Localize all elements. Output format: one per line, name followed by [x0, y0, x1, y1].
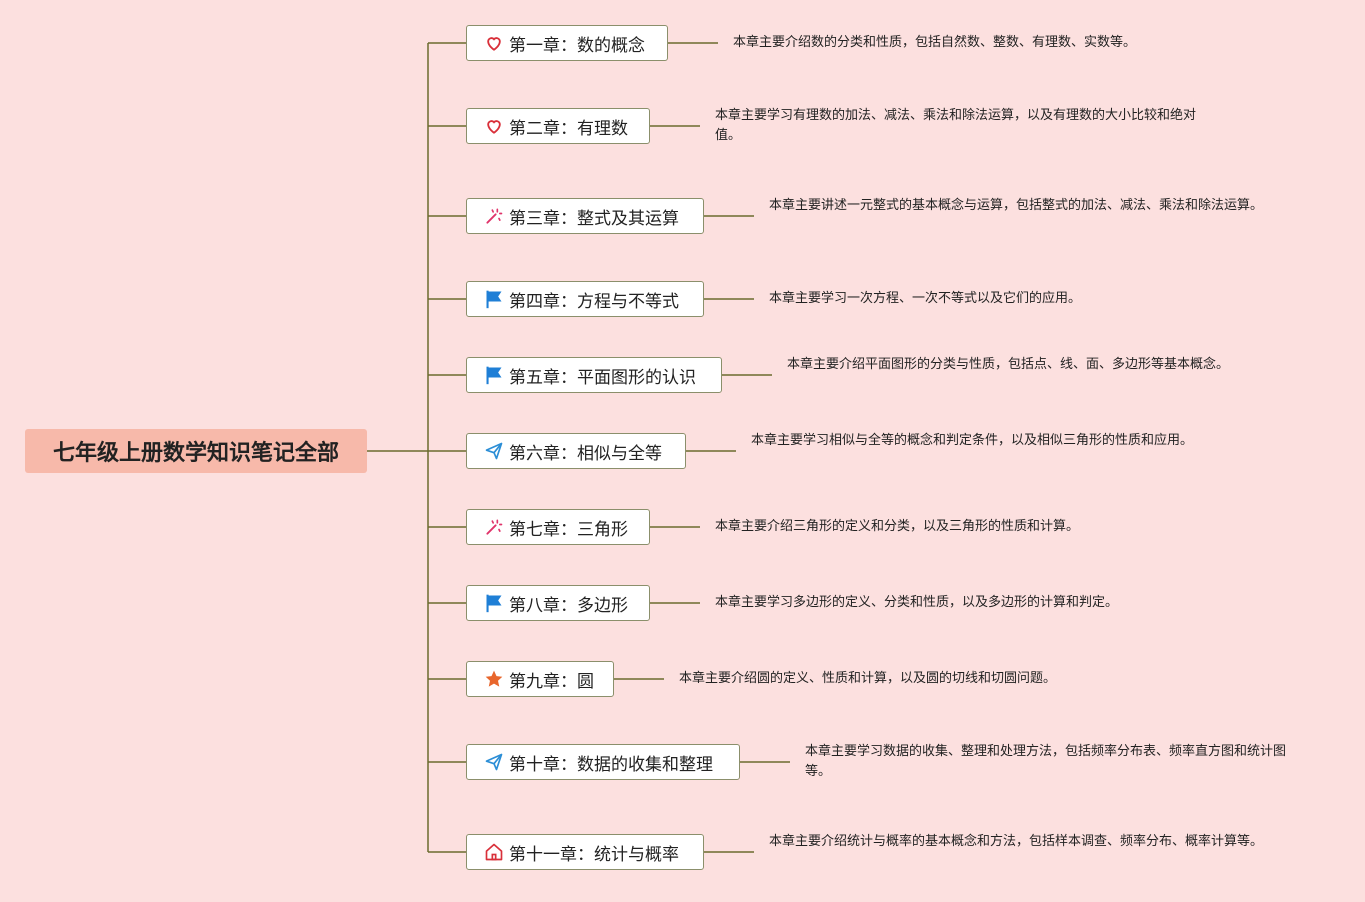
- chapter-label: 第五章：平面图形的认识: [509, 367, 696, 388]
- star-icon: [483, 668, 505, 690]
- chapter-label: 第八章：多边形: [509, 595, 628, 616]
- heart-icon: [483, 32, 505, 54]
- chapter-label: 第四章：方程与不等式: [509, 291, 679, 312]
- chapter-description: 本章主要介绍圆的定义、性质和计算，以及圆的切线和切圆问题。: [679, 671, 1057, 686]
- chapter-node[interactable]: 第一章：数的概念: [466, 25, 668, 61]
- chapter-label: 第二章：有理数: [509, 118, 628, 139]
- heart-icon: [483, 115, 505, 137]
- home-icon: [483, 841, 505, 863]
- chapter-label: 第六章：相似与全等: [509, 443, 662, 464]
- chapter-description: 本章主要学习多边形的定义、分类和性质，以及多边形的计算和判定。: [715, 595, 1119, 610]
- chapter-description: 本章主要介绍三角形的定义和分类，以及三角形的性质和计算。: [715, 519, 1080, 534]
- chapter-description: 本章主要介绍数的分类和性质，包括自然数、整数、有理数、实数等。: [733, 35, 1137, 50]
- chapter-label: 第九章：圆: [509, 671, 594, 692]
- root-topic[interactable]: 七年级上册数学知识笔记全部: [25, 429, 367, 473]
- flag-icon: [483, 288, 505, 310]
- chapter-node[interactable]: 第六章：相似与全等: [466, 433, 686, 469]
- chapter-description: 本章主要学习相似与全等的概念和判定条件，以及相似三角形的性质和应用。: [751, 433, 1194, 448]
- chapter-label: 第一章：数的概念: [509, 35, 645, 56]
- chapter-description: 本章主要学习数据的收集、整理和处理方法，包括频率分布表、频率直方图和统计图等。: [805, 744, 1287, 779]
- chapter-description: 本章主要介绍平面图形的分类与性质，包括点、线、面、多边形等基本概念。: [787, 357, 1230, 372]
- chapter-node[interactable]: 第二章：有理数: [466, 108, 650, 144]
- paper-plane-icon: [483, 751, 505, 773]
- chapter-description: 本章主要学习一次方程、一次不等式以及它们的应用。: [769, 291, 1082, 306]
- chapter-description: 本章主要学习有理数的加法、减法、乘法和除法运算，以及有理数的大小比较和绝对值。: [715, 108, 1197, 143]
- chapter-node[interactable]: 第九章：圆: [466, 661, 614, 697]
- paper-plane-icon: [483, 440, 505, 462]
- chapter-description: 本章主要讲述一元整式的基本概念与运算，包括整式的加法、减法、乘法和除法运算。: [769, 198, 1264, 213]
- chapter-description: 本章主要介绍统计与概率的基本概念和方法，包括样本调查、频率分布、概率计算等。: [769, 834, 1264, 849]
- chapter-node[interactable]: 第三章：整式及其运算: [466, 198, 704, 234]
- chapter-label: 第十一章：统计与概率: [509, 844, 679, 865]
- chapter-node[interactable]: 第十一章：统计与概率: [466, 834, 704, 870]
- sparkle-icon: [483, 516, 505, 538]
- sparkle-icon: [483, 205, 505, 227]
- flag-icon: [483, 592, 505, 614]
- chapter-label: 第十章：数据的收集和整理: [509, 754, 713, 775]
- chapter-label: 第三章：整式及其运算: [509, 208, 679, 229]
- chapter-node[interactable]: 第五章：平面图形的认识: [466, 357, 722, 393]
- root-title: 七年级上册数学知识笔记全部: [52, 441, 339, 466]
- chapter-label: 第七章：三角形: [509, 519, 628, 540]
- chapter-node[interactable]: 第四章：方程与不等式: [466, 281, 704, 317]
- chapter-node[interactable]: 第七章：三角形: [466, 509, 650, 545]
- chapter-node[interactable]: 第八章：多边形: [466, 585, 650, 621]
- chapter-node[interactable]: 第十章：数据的收集和整理: [466, 744, 740, 780]
- flag-icon: [483, 364, 505, 386]
